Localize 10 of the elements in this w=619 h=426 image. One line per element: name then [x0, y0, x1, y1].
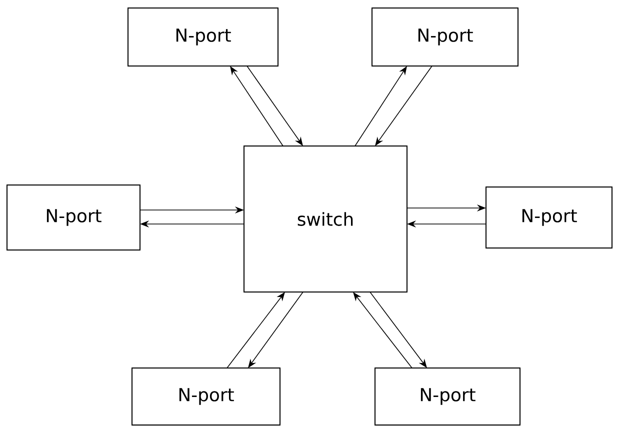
port-box: N-port: [6, 184, 140, 250]
port-box: N-port: [372, 8, 518, 66]
port-box: N-port: [374, 368, 520, 426]
arrow: [226, 292, 285, 368]
arrow: [353, 292, 412, 368]
switch-box: switch: [244, 146, 408, 292]
arrow: [370, 292, 427, 368]
port-box: N-port: [128, 8, 278, 66]
port-box: N-port: [486, 186, 612, 248]
port-box: N-port: [132, 368, 280, 426]
